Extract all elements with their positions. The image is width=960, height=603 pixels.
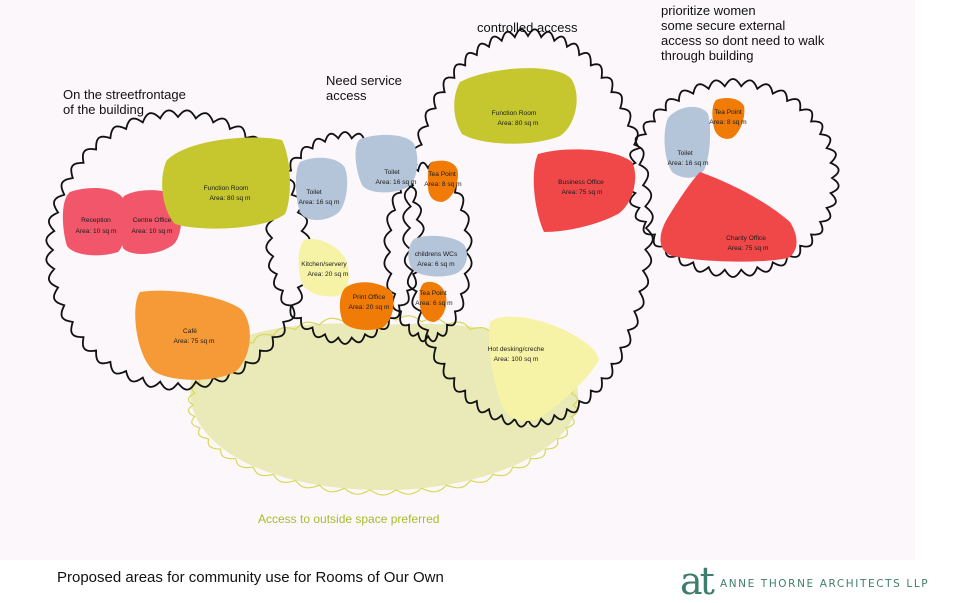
room-label: Business Office <box>558 179 604 186</box>
outside-space-zone <box>190 323 579 491</box>
room-tea-point-1 <box>427 160 458 202</box>
room-charity-office <box>660 172 797 262</box>
room-tea-point-2 <box>419 281 447 322</box>
room-label: Function Room <box>492 110 537 117</box>
room-area: Area: 8 sq m <box>424 181 462 188</box>
room-toilet-1 <box>295 157 348 221</box>
annotation-line: access so dont need to walk <box>661 33 825 48</box>
room-area: Area: 6 sq m <box>417 261 455 268</box>
room-hot-desking <box>488 316 599 422</box>
room-area: Area: 75 sq m <box>173 338 215 345</box>
room-label: Hot desking/creche <box>488 346 545 353</box>
annotation-street-frontage: On the streetfrontage of the building <box>63 87 186 117</box>
zone-controlled-access <box>402 28 654 428</box>
room-label: childrens WCs <box>415 251 458 258</box>
room-label: Café <box>183 328 197 335</box>
room-reception <box>62 188 127 256</box>
room-toilet-3 <box>664 106 711 178</box>
room-toilet-2 <box>355 134 418 193</box>
annotation-line: some secure external <box>661 18 786 33</box>
annotation-line: through building <box>661 48 754 63</box>
annotation-line: of the building <box>63 102 144 117</box>
room-childrens-wcs <box>408 235 467 277</box>
room-area: Area: 10 sq m <box>131 228 173 235</box>
room-area: Area: 8 sq m <box>709 119 747 126</box>
room-area: Area: 75 sq m <box>561 189 603 196</box>
room-area: Area: 16 sq m <box>667 160 709 167</box>
room-business-office <box>533 149 636 232</box>
room-label: Print Office <box>353 294 386 301</box>
room-label: Toilet <box>384 169 400 176</box>
room-area: Area: 100 sq m <box>494 356 539 363</box>
room-function-room-controlled <box>454 68 577 144</box>
brand-mark-logo: at <box>680 559 715 603</box>
room-labels: Reception Area: 10 sq m Centre Office Ar… <box>75 109 769 363</box>
room-area: Area: 75 sq m <box>727 245 769 252</box>
room-area: Area: 16 sq m <box>298 199 340 206</box>
room-shapes <box>62 68 797 422</box>
room-label: Toilet <box>677 150 693 157</box>
slide-caption: Proposed areas for community use for Roo… <box>57 569 444 586</box>
room-area: Area: 10 sq m <box>75 228 117 235</box>
outside-space-scallop-edge <box>187 314 579 496</box>
room-area: Area: 20 sq m <box>348 304 390 311</box>
annotation-line: prioritize women <box>661 3 756 18</box>
room-kitchen <box>298 238 349 297</box>
zone-street-frontage <box>45 109 311 391</box>
room-area: Area: 80 sq m <box>209 195 251 202</box>
room-function-room-street <box>162 137 290 229</box>
room-label: Kitchen/servery <box>301 261 347 268</box>
room-print-office <box>339 282 394 330</box>
room-label: Tea Point <box>428 171 456 178</box>
annotation-line: access <box>326 88 367 103</box>
room-label: Centre Office <box>133 217 172 224</box>
annotation-outside-space: Access to outside space preferred <box>258 512 439 527</box>
outside-space-outline <box>187 314 579 496</box>
room-area: Area: 6 sq m <box>415 300 453 307</box>
room-tea-point-3 <box>712 98 745 139</box>
brand-name: ANNE THORNE ARCHITECTS LLP <box>719 578 930 590</box>
room-area: Area: 80 sq m <box>497 120 539 127</box>
annotation-line: Access to outside space preferred <box>258 512 440 526</box>
annotation-line: Need service <box>326 73 402 88</box>
architect-logo: at ANNE THORNE ARCHITECTS LLP <box>680 559 930 603</box>
annotation-line: controlled access <box>477 20 578 35</box>
room-label: Tea Point <box>714 109 742 116</box>
room-label: Charity Office <box>726 235 766 242</box>
annotation-service-access: Need service access <box>326 73 402 103</box>
annotation-women-priority: prioritize women some secure external ac… <box>661 3 824 63</box>
annotation-line: On the streetfrontage <box>63 87 186 102</box>
room-label: Tea Point <box>419 290 447 297</box>
room-area: Area: 16 sq m <box>375 179 417 186</box>
room-label: Reception <box>81 217 111 224</box>
room-label: Function Room <box>204 185 249 192</box>
room-cafe <box>135 290 250 380</box>
room-area: Area: 20 sq m <box>307 271 349 278</box>
room-label: Toilet <box>306 189 322 196</box>
annotation-controlled-access: controlled access <box>477 20 577 35</box>
